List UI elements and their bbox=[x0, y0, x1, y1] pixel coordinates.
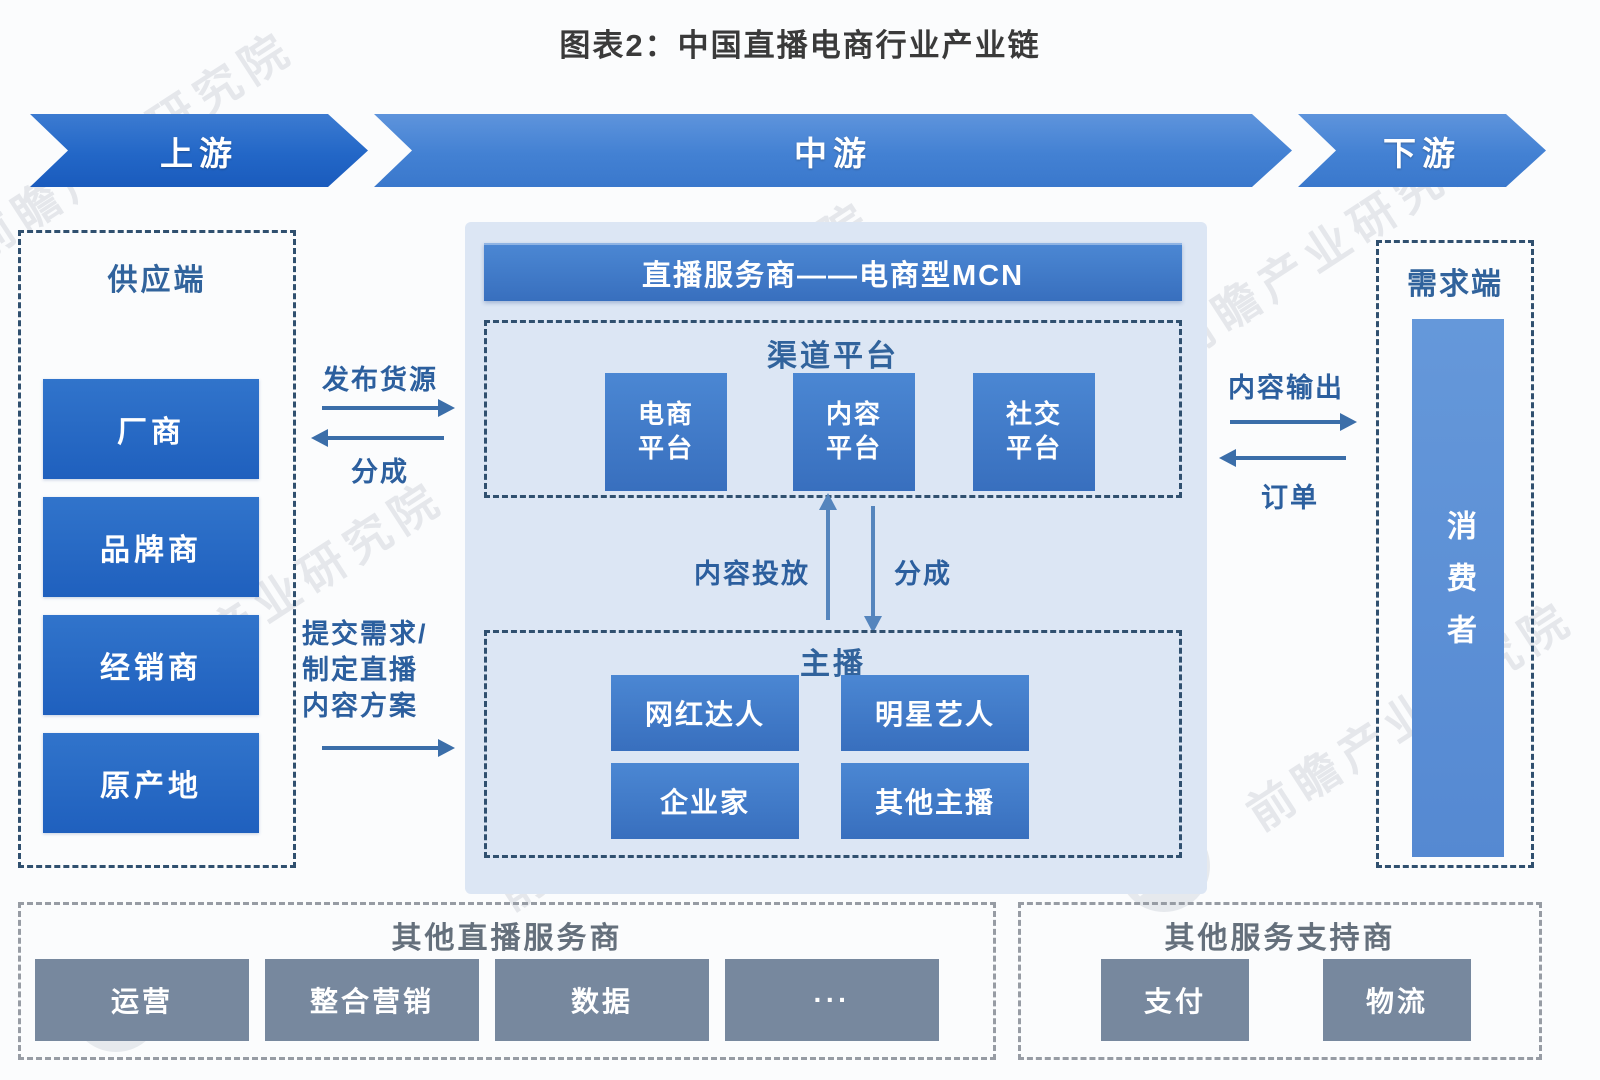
revenue-share-label: 分成 bbox=[351, 457, 409, 487]
arrow-right-icon bbox=[322, 399, 455, 417]
banner-midstream-label: 中游 bbox=[794, 134, 872, 172]
content-output-label: 内容输出 bbox=[1228, 373, 1344, 403]
anchor-title: 主播 bbox=[800, 648, 866, 681]
anchor-item-entrepreneur: 企业家 bbox=[611, 763, 799, 839]
channel-platform-title: 渠道平台 bbox=[767, 340, 899, 373]
mcn-header: 直播服务商——电商型MCN bbox=[484, 243, 1182, 301]
channel-platform-box: 渠道平台 电商 平台 内容 平台 社交 平台 bbox=[484, 320, 1182, 498]
submit-request-label: 提交需求/ 制定直播 内容方案 bbox=[302, 619, 428, 721]
support-item-payment: 支付 bbox=[1101, 959, 1249, 1041]
arrow-right-icon bbox=[322, 739, 455, 757]
banner-downstream: 下游 bbox=[1298, 114, 1546, 187]
content-delivery-label: 内容投放 bbox=[694, 559, 810, 589]
other-support-box: 其他服务支持商 支付 物流 bbox=[1018, 902, 1542, 1060]
order-label: 订单 bbox=[1261, 483, 1319, 513]
supply-item-brand: 品牌商 bbox=[43, 497, 259, 597]
banner-upstream-label: 上游 bbox=[160, 134, 238, 172]
banner-downstream-label: 下游 bbox=[1383, 134, 1461, 172]
other-live-item-ellipsis: ··· bbox=[725, 959, 939, 1041]
support-item-logistics: 物流 bbox=[1323, 959, 1471, 1041]
demand-title: 需求端 bbox=[1407, 268, 1503, 301]
other-live-item-operation: 运营 bbox=[35, 959, 249, 1041]
banner-midstream: 中游 bbox=[374, 114, 1292, 187]
share-mid-label: 分成 bbox=[894, 559, 952, 589]
anchor-item-influencer: 网红达人 bbox=[611, 675, 799, 751]
social-platform-item: 社交 平台 bbox=[973, 373, 1095, 491]
ecommerce-platform-item: 电商 平台 bbox=[605, 373, 727, 491]
other-live-item-data: 数据 bbox=[495, 959, 709, 1041]
page-title: 图表2：中国直播电商行业产业链 bbox=[559, 28, 1041, 63]
anchor-item-other: 其他主播 bbox=[841, 763, 1029, 839]
arrow-down-icon bbox=[864, 506, 882, 633]
supply-item-manufacturer: 厂商 bbox=[43, 379, 259, 479]
publish-supply-label: 发布货源 bbox=[322, 365, 438, 395]
mcn-header-label: 直播服务商——电商型MCN bbox=[641, 260, 1025, 292]
mcn-panel bbox=[465, 222, 1207, 894]
arrow-up-icon bbox=[819, 493, 837, 620]
content-platform-item: 内容 平台 bbox=[793, 373, 915, 491]
other-live-item-marketing: 整合营销 bbox=[265, 959, 479, 1041]
anchor-box: 主播 网红达人 明星艺人 企业家 其他主播 bbox=[484, 630, 1182, 858]
demand-box: 需求端 消费者 bbox=[1376, 240, 1534, 868]
other-live-services-box: 其他直播服务商 运营 整合营销 数据 ··· bbox=[18, 902, 996, 1060]
supply-title: 供应端 bbox=[107, 264, 207, 297]
consumer-item: 消费者 bbox=[1412, 319, 1504, 857]
arrow-left-icon bbox=[1219, 449, 1346, 467]
banner-upstream: 上游 bbox=[30, 114, 368, 187]
arrow-right-icon bbox=[1230, 413, 1357, 431]
other-live-services-title: 其他直播服务商 bbox=[391, 922, 623, 955]
supply-item-distributor: 经销商 bbox=[43, 615, 259, 715]
other-support-title: 其他服务支持商 bbox=[1164, 922, 1396, 955]
supply-item-origin: 原产地 bbox=[43, 733, 259, 833]
supply-box: 供应端 厂商 品牌商 经销商 原产地 bbox=[18, 230, 296, 868]
anchor-item-celebrity: 明星艺人 bbox=[841, 675, 1029, 751]
arrow-left-icon bbox=[311, 429, 444, 447]
